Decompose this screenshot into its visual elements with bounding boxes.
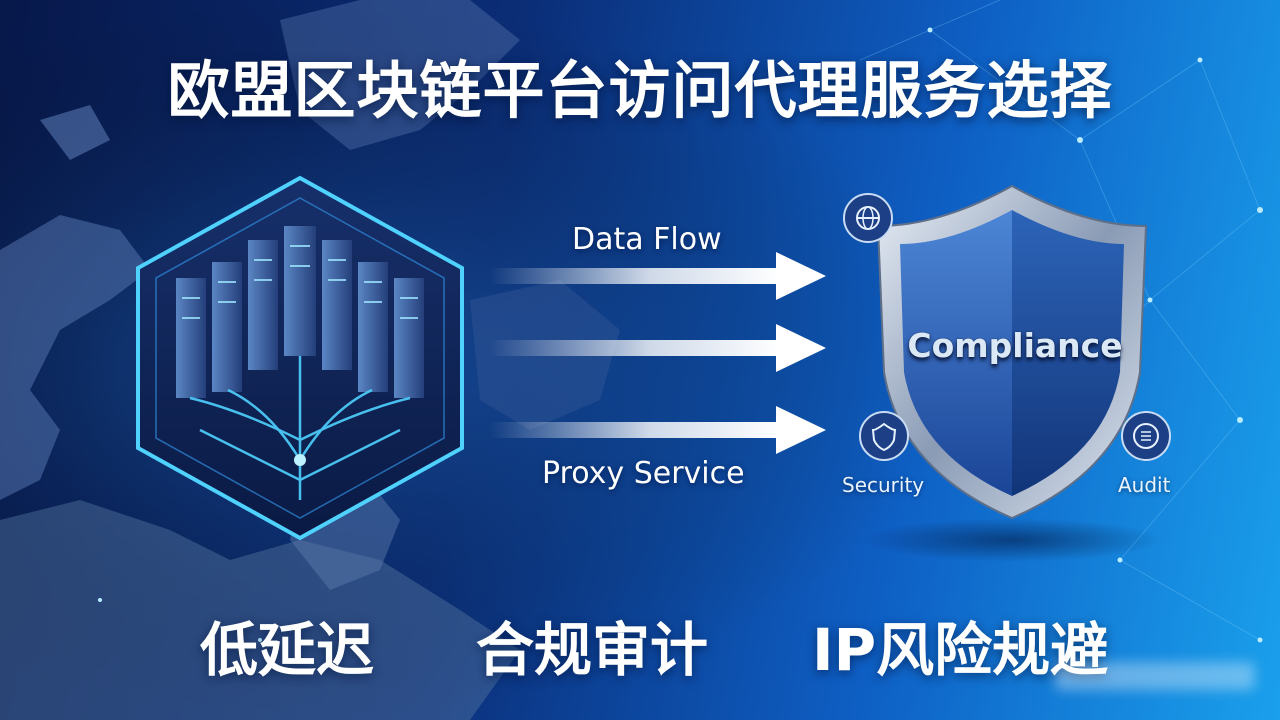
arrow-middle	[490, 324, 826, 372]
feature-low-latency: 低延迟	[200, 616, 375, 684]
data-flow-label: Data Flow	[572, 222, 722, 257]
proxy-service-label: Proxy Service	[542, 456, 745, 491]
banner-title: 欧盟区块链平台访问代理服务选择	[167, 54, 1113, 127]
feature-ip-risk: IP风险规避	[812, 616, 1109, 684]
security-icon	[859, 411, 909, 461]
globe-icon	[843, 193, 893, 243]
audit-label: Audit	[1118, 473, 1171, 497]
feature-compliance-audit: 合规审计	[476, 616, 709, 684]
arrow-bottom	[490, 406, 826, 454]
audit-icon	[1121, 411, 1171, 461]
arrow-top	[490, 252, 826, 300]
security-label: Security	[842, 473, 925, 497]
blurred-watermark	[1055, 662, 1255, 690]
shield-label: Compliance	[907, 326, 1123, 365]
